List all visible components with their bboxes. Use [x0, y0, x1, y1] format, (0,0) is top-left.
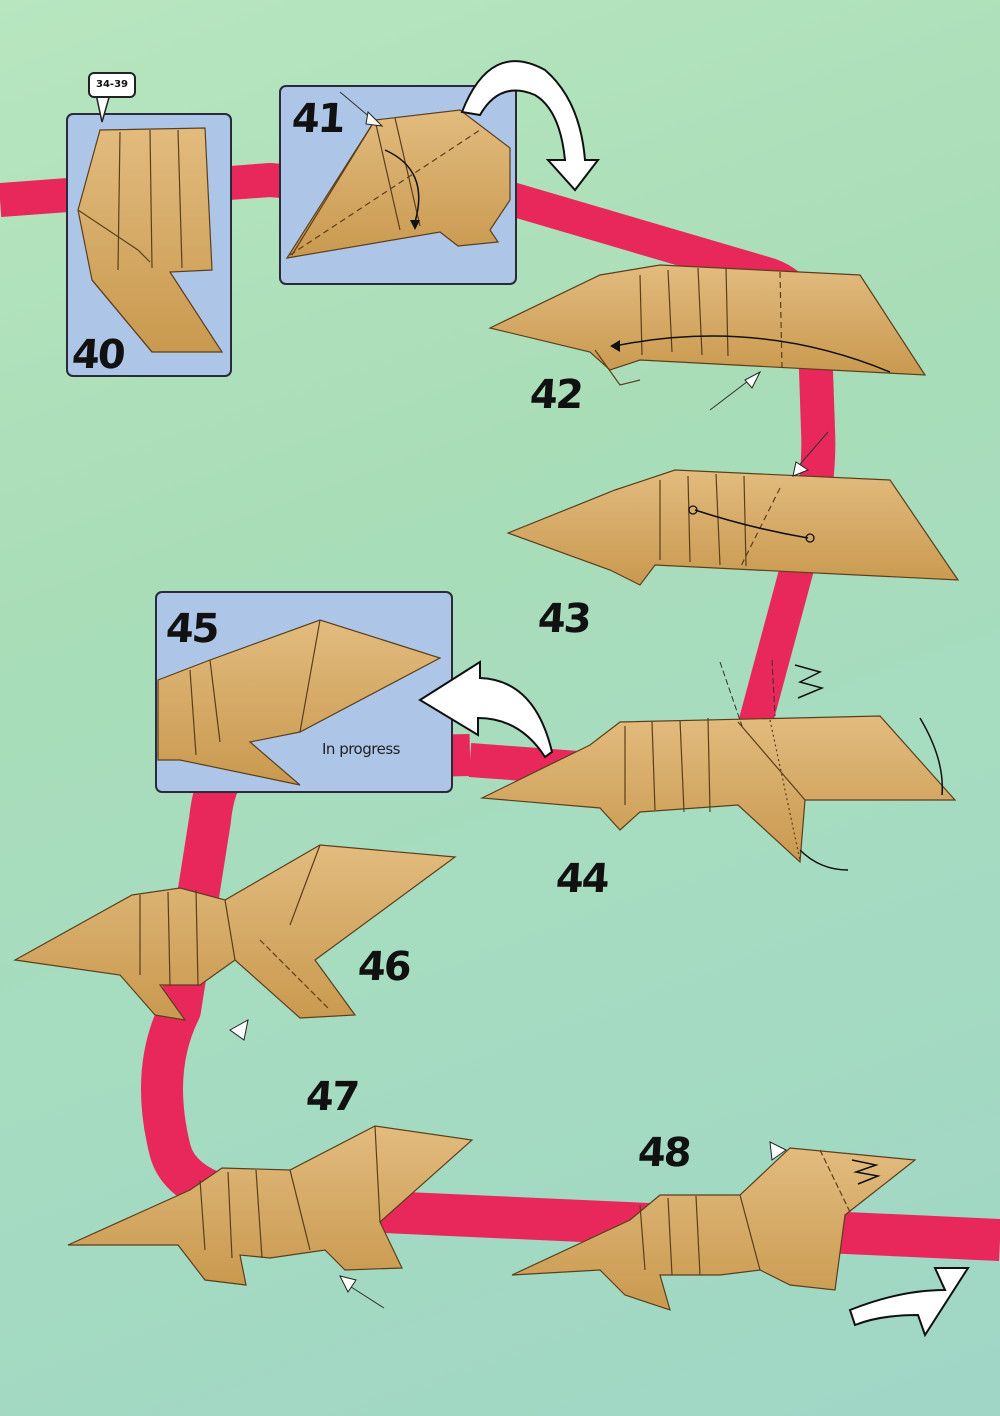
valley-mark-42	[709, 377, 753, 411]
step-43-model	[506, 469, 960, 586]
step-number-42: 42	[528, 372, 584, 418]
sink-zigzag-icon	[794, 664, 825, 699]
fold-ref-point	[688, 505, 698, 515]
push-arrow-47	[339, 1275, 357, 1293]
turn-over-arrow-48	[848, 1267, 970, 1338]
step-47-model	[67, 1125, 474, 1286]
fold-ref-point-target	[805, 533, 815, 543]
sink-zigzag-48	[851, 1159, 881, 1185]
step-number-44: 44	[554, 856, 610, 902]
step-number-43: 43	[536, 596, 592, 642]
step-number-41: 41	[290, 96, 346, 142]
fold-arrow-43	[694, 509, 809, 539]
push-arrow-42	[744, 370, 762, 389]
step-number-40: 40	[70, 332, 126, 378]
step-number-47: 47	[304, 1074, 360, 1120]
step-40-model	[77, 127, 224, 353]
fold-line-44b	[771, 659, 776, 717]
step-44-model	[479, 715, 957, 864]
turn-over-arrow-45	[418, 660, 554, 759]
push-arrow-46	[229, 1019, 249, 1041]
step-46-model	[13, 844, 457, 1021]
valley-mark-47	[347, 1284, 385, 1309]
fold-arrow-42-head	[610, 340, 620, 352]
step-number-46: 46	[356, 944, 412, 990]
reference-tag: 34-39	[88, 72, 136, 98]
fold-arrow-42	[619, 335, 891, 373]
valley-mark-43	[794, 431, 829, 471]
fold-arrow-head	[410, 220, 420, 230]
step-42-model	[488, 264, 927, 386]
step-41-model	[285, 109, 511, 259]
step-45-model	[157, 619, 442, 786]
fold-arrow-44-leg	[799, 849, 849, 871]
push-arrow-43	[792, 461, 810, 477]
fold-arrow-44-tail	[919, 717, 944, 796]
turn-over-arrow-icon	[460, 60, 601, 192]
step-number-48: 48	[636, 1130, 692, 1176]
step-number-45: 45	[164, 606, 220, 652]
push-arrow-icon	[365, 110, 384, 127]
fold-line-44	[719, 661, 743, 727]
in-progress-caption: In progress	[322, 740, 400, 758]
step-48-model	[511, 1147, 917, 1311]
fold-arrow-icon	[384, 149, 420, 223]
push-arrow-48	[769, 1141, 787, 1161]
